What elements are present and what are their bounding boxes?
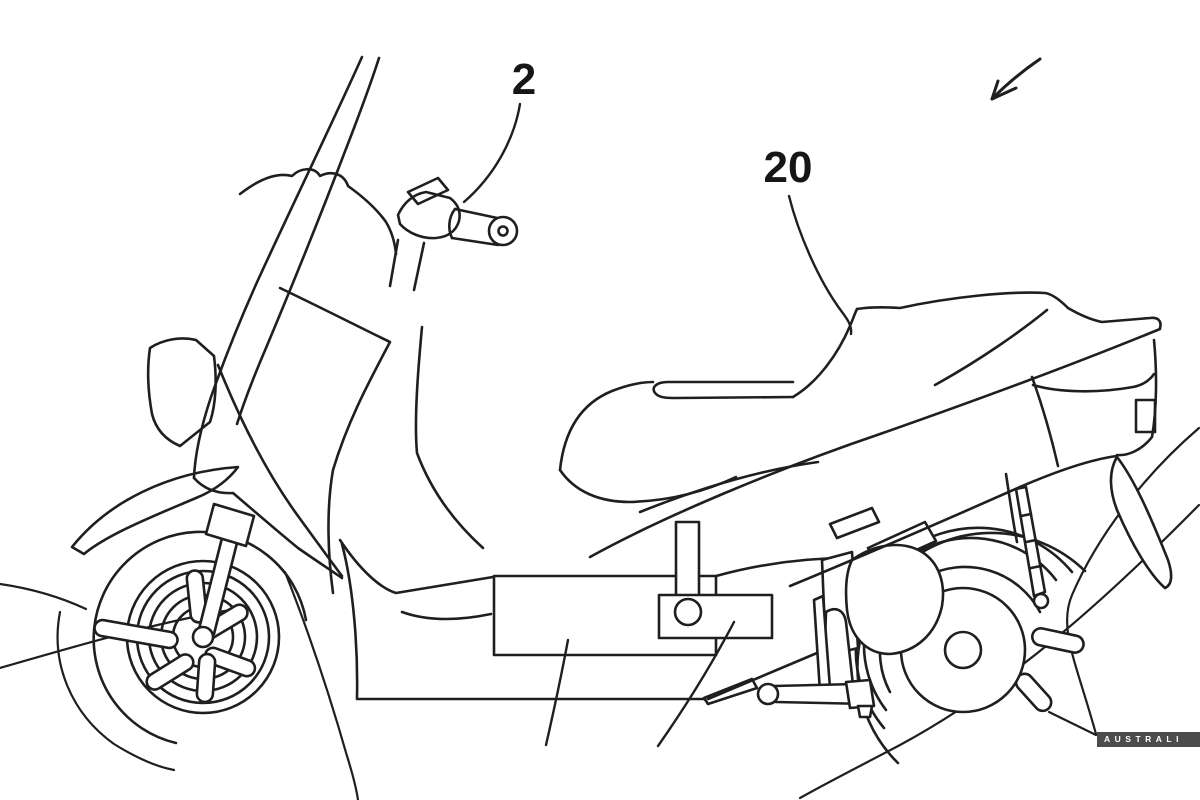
reference-numeral-2: 2 bbox=[511, 55, 537, 104]
frame-diagonal bbox=[708, 653, 817, 699]
legshield-rear-edge bbox=[416, 327, 483, 548]
windscreen-outer-edge bbox=[194, 57, 362, 478]
front-wheel bbox=[93, 532, 306, 743]
seat-top-line bbox=[857, 293, 1161, 328]
windscreen-inner-edge bbox=[237, 58, 379, 424]
grip-end-dot bbox=[499, 227, 508, 236]
grip-collar bbox=[449, 209, 455, 238]
taillight bbox=[1136, 400, 1155, 432]
watermark-badge: AUSTRALI bbox=[1097, 732, 1200, 747]
handlebar-grip bbox=[452, 209, 502, 245]
watermark-text: AUSTRALI bbox=[1104, 734, 1183, 744]
sweep-curve bbox=[285, 572, 358, 800]
underseat-panel-line bbox=[640, 462, 818, 512]
spoke bbox=[196, 654, 215, 703]
rear-hub-center bbox=[945, 632, 981, 668]
stand-foot-tab bbox=[858, 706, 872, 717]
underbody-battery bbox=[340, 522, 848, 699]
tail-underside-crease bbox=[590, 329, 1160, 557]
floorboard-top-edge bbox=[340, 540, 493, 593]
shock-upper-link bbox=[1006, 474, 1017, 542]
front-bodywork bbox=[148, 57, 483, 593]
tail-panel-seam bbox=[1033, 374, 1154, 391]
stand-pivot bbox=[758, 684, 778, 704]
rear-suspension bbox=[1006, 457, 1171, 608]
rear-fender-blade bbox=[1111, 457, 1171, 588]
bracket-pivot bbox=[675, 599, 701, 625]
floorboard-moulding bbox=[402, 612, 491, 619]
intake-duct-upper bbox=[830, 508, 879, 538]
shock-band bbox=[1021, 514, 1041, 568]
front-tire-arc bbox=[94, 532, 306, 743]
sweep-curve bbox=[1067, 428, 1199, 734]
seat-slot bbox=[654, 382, 793, 398]
arrow-barb bbox=[992, 88, 1016, 99]
shock-lower-eye bbox=[1034, 594, 1048, 608]
front-fork-assembly bbox=[72, 467, 254, 647]
fairing-inner-seam bbox=[218, 365, 342, 576]
bodywork-bottom-edge bbox=[790, 456, 1117, 586]
reference-numeral-20: 20 bbox=[763, 143, 813, 192]
switch-housing bbox=[398, 192, 460, 238]
leader-line-2 bbox=[464, 104, 520, 202]
centre-stand bbox=[704, 679, 874, 717]
underbody-front-corner bbox=[342, 544, 357, 698]
seat-tail-bodywork bbox=[560, 293, 1161, 699]
body-front-curve bbox=[280, 288, 390, 593]
leader-lines bbox=[464, 104, 851, 746]
front-axle-hub bbox=[193, 627, 213, 647]
seat-front-edge bbox=[560, 382, 653, 470]
sweep-curve bbox=[1049, 712, 1096, 735]
bar-stem bbox=[390, 240, 424, 290]
leader-line-20 bbox=[789, 196, 851, 334]
engine-assembly bbox=[814, 508, 943, 696]
handlebar-assembly bbox=[390, 178, 517, 290]
cowl-top-edge bbox=[240, 169, 396, 254]
tail-rear-edge bbox=[1117, 340, 1156, 455]
fairing-nose-edge bbox=[194, 478, 342, 578]
sweep-curve bbox=[58, 612, 174, 770]
spoke bbox=[1031, 627, 1085, 654]
front-fender bbox=[72, 467, 238, 554]
stand-foot-plate bbox=[846, 680, 874, 708]
sweep-curve bbox=[0, 584, 86, 609]
spoke bbox=[144, 651, 197, 692]
leader-line-battery bbox=[546, 640, 568, 745]
arrow-down-left-icon bbox=[992, 59, 1040, 99]
leader-line-bracket bbox=[658, 622, 734, 746]
tail-side-seam bbox=[1032, 377, 1058, 466]
cvt-case bbox=[846, 545, 943, 654]
fork-crown-block bbox=[206, 504, 254, 546]
arrow-shaft bbox=[994, 59, 1040, 97]
headlight bbox=[148, 338, 215, 446]
mirror-stalk bbox=[408, 178, 448, 204]
backrest-front-curve bbox=[935, 310, 1047, 385]
rear-wheel-spokes bbox=[1013, 627, 1086, 715]
arrow-tip bbox=[992, 81, 998, 99]
grip-end-cap bbox=[489, 217, 517, 245]
spoke bbox=[93, 619, 179, 649]
